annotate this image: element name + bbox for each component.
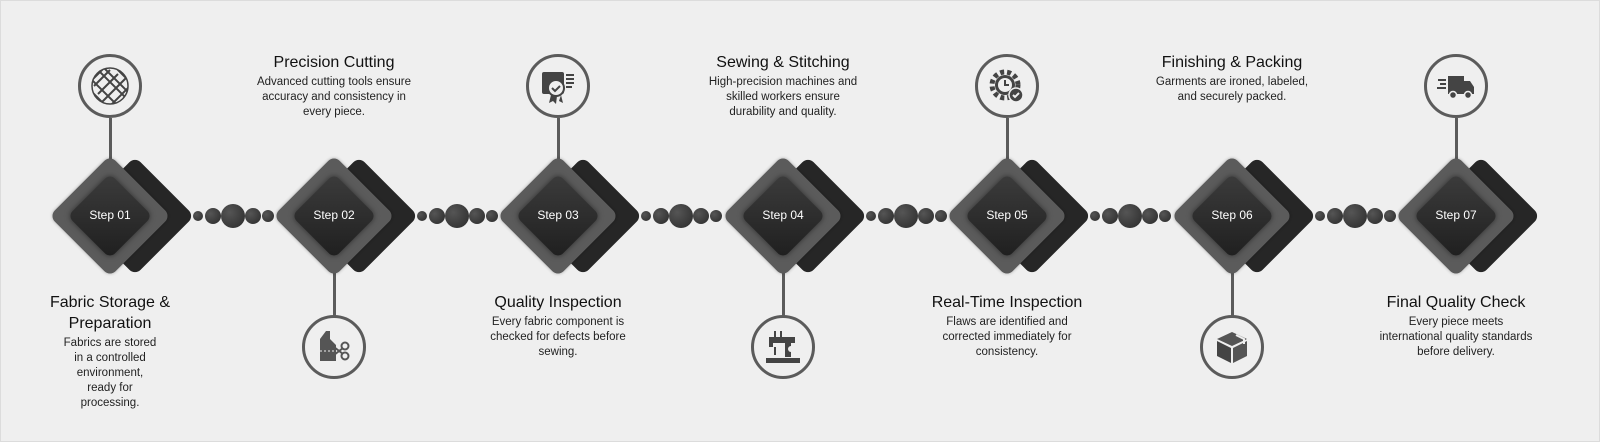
connector-line (332, 256, 336, 318)
connector-dot (1102, 208, 1118, 224)
connector-dot (1315, 211, 1325, 221)
step-title: Real-Time Inspection (931, 294, 1083, 311)
connector-dot (1159, 210, 1171, 222)
connector-dot (1142, 208, 1158, 224)
fabric-weave-icon (78, 54, 142, 118)
step-description: High-precision machines and skilled work… (708, 76, 858, 118)
connector-dot (1118, 204, 1142, 228)
connector-line (556, 118, 560, 178)
connector-dot (641, 211, 651, 221)
connector-dot (429, 208, 445, 224)
connector-line (781, 256, 785, 318)
quality-certificate-icon (526, 54, 590, 118)
connector-dot (669, 204, 693, 228)
step-title: Precision Cutting (273, 54, 395, 71)
package-box-icon (1200, 315, 1264, 379)
step-label: Step 01 (89, 208, 131, 222)
step-description: Fabrics are stored in a controlled envir… (63, 337, 157, 409)
connector-dot (866, 211, 876, 221)
connector-dot (894, 204, 918, 228)
connector-dot (1327, 208, 1343, 224)
step-title: Sewing & Stitching (716, 54, 850, 71)
connector-dot (221, 204, 245, 228)
step-title: Quality Inspection (494, 294, 622, 311)
connector-dot (1367, 208, 1383, 224)
step-label: Step 02 (313, 208, 355, 222)
connector-dot (693, 208, 709, 224)
connector-dot (193, 211, 203, 221)
step-label: Step 07 (1435, 208, 1477, 222)
step-label: Step 04 (762, 208, 804, 222)
step-description: Garments are ironed, labeled, and secure… (1155, 76, 1309, 103)
step-title: Fabric Storage & Preparation (49, 294, 171, 332)
step-label: Step 05 (986, 208, 1028, 222)
step-label: Step 03 (537, 208, 579, 222)
step-description: Flaws are identified and corrected immed… (942, 316, 1072, 358)
connector-line (1230, 256, 1234, 318)
connector-line (1454, 118, 1458, 178)
connector-line (108, 118, 112, 178)
delivery-truck-icon (1424, 54, 1488, 118)
connector-dot (469, 208, 485, 224)
connector-dot (245, 208, 261, 224)
cutting-scissors-icon (302, 315, 366, 379)
connector-dot (1090, 211, 1100, 221)
connector-dot (262, 210, 274, 222)
connector-dot (417, 211, 427, 221)
connector-dot (653, 208, 669, 224)
step-description: Every piece meets international quality … (1379, 316, 1533, 358)
step-title: Final Quality Check (1386, 294, 1526, 311)
connector-dot (1343, 204, 1367, 228)
connector-dot (878, 208, 894, 224)
connector-dot (1384, 210, 1396, 222)
connector-dot (445, 204, 469, 228)
gear-clock-check-icon (975, 54, 1039, 118)
step-description: Advanced cutting tools ensure accuracy a… (256, 76, 412, 118)
connector-dot (486, 210, 498, 222)
connector-dot (710, 210, 722, 222)
sewing-machine-icon (751, 315, 815, 379)
connector-dot (918, 208, 934, 224)
step-title: Finishing & Packing (1161, 54, 1303, 71)
connector-dot (935, 210, 947, 222)
step-label: Step 06 (1211, 208, 1253, 222)
connector-dot (205, 208, 221, 224)
step-description: Every fabric component is checked for de… (490, 316, 626, 358)
connector-line (1005, 118, 1009, 178)
